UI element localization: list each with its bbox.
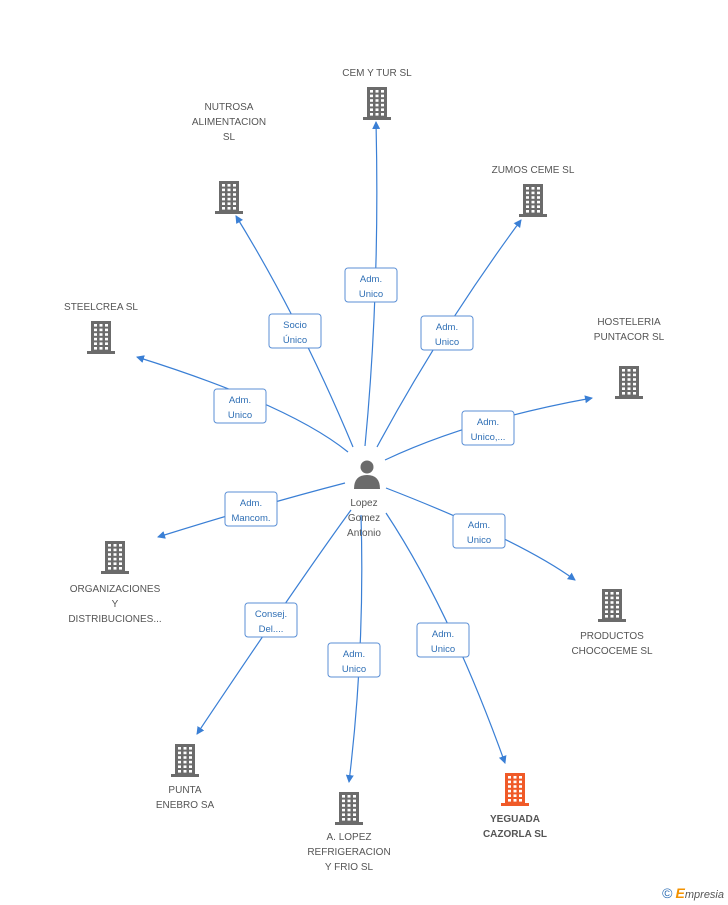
- company-node-yeguada[interactable]: YEGUADA CAZORLA SL: [483, 773, 547, 840]
- badges-layer: Adm.UnicoSocioÚnicoAdm.UnicoAdm.UnicoAdm…: [213, 267, 515, 678]
- relation-badge-text: Unico: [467, 535, 491, 546]
- relation-badge-text: Único: [283, 335, 307, 346]
- company-label: STEELCREA SL: [64, 302, 138, 313]
- building-icon: [598, 589, 626, 622]
- person-name: Antonio: [347, 528, 381, 539]
- relation-badge-productos[interactable]: Adm. Unico: [452, 513, 506, 549]
- company-node-alopez[interactable]: A. LOPEZ REFRIGERACION Y FRIO SL: [307, 792, 391, 873]
- relation-badge-text: Del....: [259, 624, 284, 635]
- company-label: CEM Y TUR SL: [342, 68, 412, 79]
- nodes-layer: CEM Y TUR SL NUTROSA ALIMENTACION SL ZUMOS C…: [64, 68, 665, 873]
- company-label: SL: [223, 132, 236, 143]
- building-icon: [615, 366, 643, 399]
- relation-badge-zumos[interactable]: Adm. Unico: [420, 315, 474, 351]
- company-label: Y FRIO SL: [325, 862, 374, 873]
- relation-badge-text: Unico: [359, 289, 383, 300]
- relation-badge-text: Mancom.: [231, 513, 270, 524]
- company-node-organizaciones[interactable]: ORGANIZACIONES Y DISTRIBUCIONES...: [68, 541, 162, 625]
- company-node-punta[interactable]: PUNTA ENEBRO SA: [156, 744, 215, 811]
- company-label: ORGANIZACIONES: [70, 584, 161, 595]
- company-node-nutrosa[interactable]: NUTROSA ALIMENTACION SL: [192, 102, 266, 214]
- company-label: DISTRIBUCIONES...: [68, 614, 161, 625]
- company-label: PUNTA: [168, 785, 201, 796]
- company-label: Y: [112, 599, 119, 610]
- company-label: A. LOPEZ: [326, 832, 371, 843]
- edges-layer: [136, 121, 593, 783]
- company-label: HOSTELERIA: [597, 317, 661, 328]
- relation-badge-text: Adm.: [360, 274, 382, 285]
- relation-badge-alopez[interactable]: Adm. Unico: [327, 642, 381, 678]
- company-label: CAZORLA SL: [483, 829, 547, 840]
- company-label: CHOCOCEME SL: [571, 646, 653, 657]
- relation-badge-text: Adm.: [343, 649, 365, 660]
- company-node-cem[interactable]: CEM Y TUR SL: [342, 68, 412, 120]
- company-node-productos[interactable]: PRODUCTOS CHOCOCEME SL: [571, 589, 653, 657]
- company-label: ZUMOS CEME SL: [492, 165, 575, 176]
- building-icon: [335, 792, 363, 825]
- relation-badge-text: Adm.: [468, 520, 490, 531]
- person-icon: [354, 460, 380, 489]
- relation-badge-yeguada[interactable]: Adm. Unico: [416, 622, 470, 658]
- company-node-zumos[interactable]: ZUMOS CEME SL: [492, 165, 575, 217]
- relation-badge-text: Unico: [342, 664, 366, 675]
- relation-badge-text: Unico: [228, 410, 252, 421]
- brand-initial: E: [675, 885, 685, 901]
- company-node-steelcrea[interactable]: STEELCREA SL: [64, 302, 138, 354]
- relation-badge-text: Consej.: [255, 609, 287, 620]
- company-label: NUTROSA: [205, 102, 254, 113]
- building-icon: [215, 181, 243, 214]
- brand-name: mpresia: [684, 889, 724, 901]
- company-label: YEGUADA: [490, 814, 540, 825]
- building-icon: [101, 541, 129, 574]
- relation-badge-text: Socio: [283, 320, 307, 331]
- building-icon: [171, 744, 199, 777]
- copyright-icon: ©: [662, 885, 673, 901]
- relation-badge-steelcrea[interactable]: Adm. Unico: [213, 388, 267, 424]
- building-icon: [363, 87, 391, 120]
- company-label: ENEBRO SA: [156, 800, 215, 811]
- relation-badge-text: Adm.: [436, 322, 458, 333]
- company-label: ALIMENTACION: [192, 117, 266, 128]
- relation-badge-hosteleria[interactable]: Adm. Unico,...: [461, 410, 515, 446]
- relation-badge-organizaciones[interactable]: Adm. Mancom.: [224, 491, 278, 527]
- relation-badge-cem[interactable]: Adm. Unico: [344, 267, 398, 303]
- brand-footer: © Empresia: [662, 885, 724, 901]
- person-name: Lopez: [350, 498, 377, 509]
- company-label: PRODUCTOS: [580, 631, 644, 642]
- relation-badge-punta[interactable]: Consej. Del....: [244, 602, 298, 638]
- person-name: Gomez: [348, 513, 380, 524]
- building-icon: [87, 321, 115, 354]
- relation-badge-text: Adm.: [240, 498, 262, 509]
- company-label: PUNTACOR SL: [594, 332, 665, 343]
- building-icon: [501, 773, 529, 806]
- relation-badge-text: Unico,...: [471, 432, 506, 443]
- relation-badge-text: Adm.: [432, 629, 454, 640]
- company-node-hosteleria[interactable]: HOSTELERIA PUNTACOR SL: [594, 317, 665, 399]
- building-icon: [519, 184, 547, 217]
- relation-badge-text: Adm.: [477, 417, 499, 428]
- relation-badge-text: Unico: [435, 337, 459, 348]
- relation-badge-text: Adm.: [229, 395, 251, 406]
- edge-punta: [196, 509, 352, 735]
- company-label: REFRIGERACION: [307, 847, 390, 858]
- relation-badge-text: Unico: [431, 644, 455, 655]
